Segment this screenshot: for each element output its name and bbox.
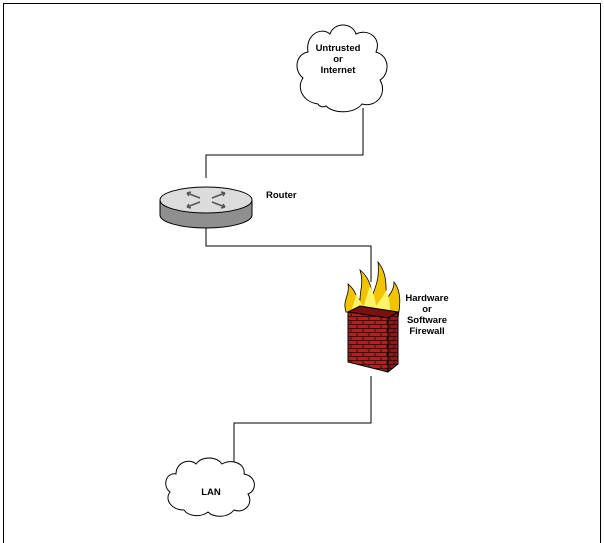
internet-label-line: or — [333, 54, 343, 65]
internet-label-line: Untrusted — [315, 43, 361, 54]
lan-label: LAN — [189, 487, 233, 498]
firewall-label-line: or — [422, 304, 432, 315]
lan-cloud-icon — [165, 457, 255, 517]
firewall-label-line: Hardware — [405, 293, 449, 304]
router-label-text: Router — [266, 190, 297, 201]
connection-firewall-lan — [233, 376, 372, 472]
internet-label: Untrusted or Internet — [310, 43, 366, 76]
connection-router-firewall — [205, 222, 372, 282]
firewall-icon — [344, 260, 401, 374]
diagram-frame — [3, 3, 601, 543]
lan-label-text: LAN — [201, 487, 221, 498]
internet-label-line: Internet — [320, 65, 356, 76]
router-label: Router — [266, 190, 297, 201]
router-icon — [159, 186, 253, 229]
firewall-label-line: Software — [406, 315, 448, 326]
firewall-label-line: Firewall — [409, 326, 445, 337]
internet-cloud-icon — [296, 24, 388, 113]
firewall-label: Hardware or Software Firewall — [400, 293, 454, 337]
connection-internet-router — [205, 108, 364, 178]
